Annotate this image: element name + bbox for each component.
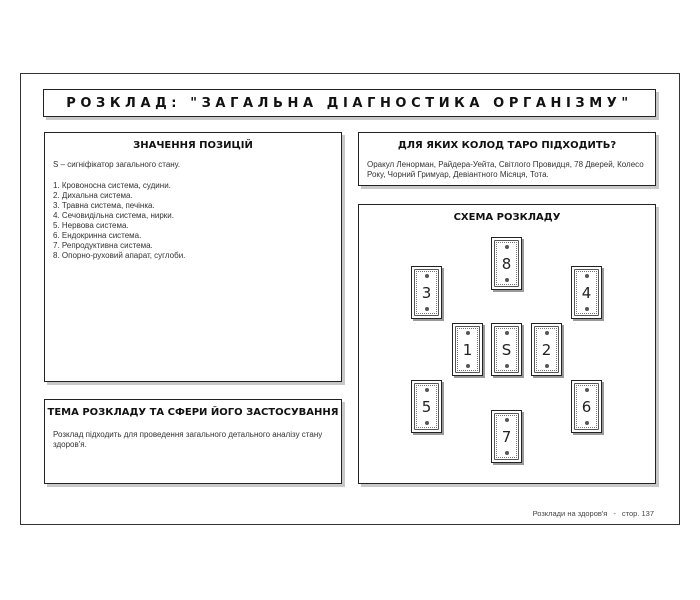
tarot-card-6: 6 — [571, 380, 602, 433]
page-title: РОЗКЛАД: "ЗАГАЛЬНА ДІАГНОСТИКА ОРГАНІЗМУ… — [66, 95, 633, 111]
list-item: 4. Сечовидільна система, нирки. — [53, 211, 174, 220]
card-label: 3 — [420, 283, 433, 302]
card-label: 2 — [540, 340, 553, 359]
list-item: 5. Нервова система. — [53, 221, 129, 230]
list-item: 2. Дихальна система. — [53, 191, 133, 200]
decks-text: Оракул Ленорман, Райдера-Уейта, Світлого… — [367, 160, 644, 179]
list-item: 1. Кровоносна система, судини. — [53, 181, 171, 190]
page-number: стор. 137 — [621, 509, 654, 518]
list-item: 8. Опорно-руховий апарат, суглоби. — [53, 251, 186, 260]
footer-separator: - — [613, 509, 616, 518]
list-item: 3. Травна система, печінка. — [53, 201, 155, 210]
card-label: 1 — [461, 340, 474, 359]
tarot-card-7: 7 — [491, 410, 522, 463]
card-label: 8 — [500, 254, 513, 273]
positions-list: 1. Кровоносна система, судини. 2. Дихаль… — [53, 181, 185, 261]
tarot-card-5: 5 — [411, 380, 442, 433]
card-label: 4 — [580, 283, 593, 302]
card-label: 5 — [420, 397, 433, 416]
card-label: 6 — [580, 397, 593, 416]
tarot-card-s: S — [491, 323, 522, 376]
tarot-card-2: 2 — [531, 323, 562, 376]
theme-text: Розклад підходить для проведення загальн… — [53, 430, 323, 449]
positions-panel: ЗНАЧЕННЯ ПОЗИЦІЙ S – сигніфікатор загаль… — [44, 132, 342, 382]
decks-heading: ДЛЯ ЯКИХ КОЛОД ТАРО ПІДХОДИТЬ? — [397, 140, 617, 151]
tarot-card-8: 8 — [491, 237, 522, 290]
scheme-heading: СХЕМА РОЗКЛАДУ — [453, 212, 561, 223]
tarot-card-4: 4 — [571, 266, 602, 319]
card-label: 7 — [500, 427, 513, 446]
positions-intro: S – сигніфікатор загального стану. — [53, 160, 181, 169]
positions-heading: ЗНАЧЕННЯ ПОЗИЦІЙ — [133, 140, 253, 151]
scheme-panel: СХЕМА РОЗКЛАДУ 8 3 4 1 S 2 5 6 7 — [358, 204, 656, 484]
theme-heading: ТЕМА РОЗКЛАДУ ТА СФЕРИ ЙОГО ЗАСТОСУВАННЯ — [47, 407, 339, 418]
page-footer: Розклади на здоров'я-стор. 137 — [533, 509, 654, 518]
list-item: 6. Ендокринна система. — [53, 231, 142, 240]
list-item: 7. Репродуктивна система. — [53, 241, 153, 250]
tarot-card-3: 3 — [411, 266, 442, 319]
card-label: S — [500, 340, 513, 359]
tarot-card-1: 1 — [452, 323, 483, 376]
decks-panel: ДЛЯ ЯКИХ КОЛОД ТАРО ПІДХОДИТЬ? Оракул Ле… — [358, 132, 656, 186]
title-box: РОЗКЛАД: "ЗАГАЛЬНА ДІАГНОСТИКА ОРГАНІЗМУ… — [43, 89, 656, 117]
theme-panel: ТЕМА РОЗКЛАДУ ТА СФЕРИ ЙОГО ЗАСТОСУВАННЯ… — [44, 399, 342, 484]
footer-section: Розклади на здоров'я — [532, 509, 608, 518]
